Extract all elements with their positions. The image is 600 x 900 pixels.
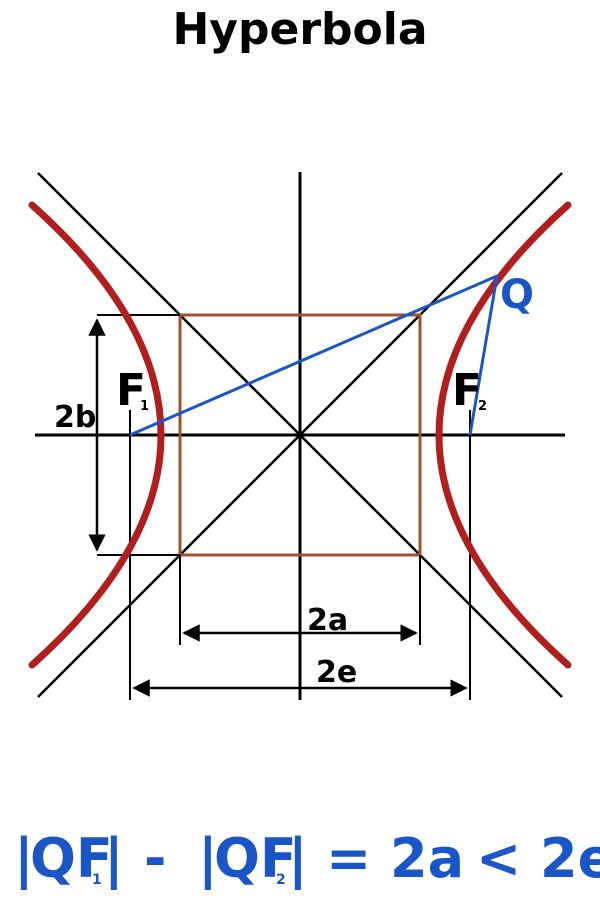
formula-abs-bar: |	[104, 827, 124, 890]
focus-right-subscript: 2	[478, 399, 487, 414]
formula-sub2: 2	[276, 872, 286, 888]
focus-right-label: F	[452, 365, 482, 416]
formula-equals: = 2a	[326, 827, 464, 890]
definition-formula: | QF 1 | - | QF 2 | = 2a < 2e	[14, 827, 600, 890]
formula-qf1: QF	[30, 827, 113, 890]
focal-triangle	[129, 274, 499, 437]
major-axis-label: 2a	[307, 603, 348, 638]
diagram-title: Hyperbola	[172, 4, 428, 55]
focus-left-subscript: 1	[140, 399, 149, 414]
formula-abs-bar: |	[14, 827, 34, 890]
fundamental-rectangle	[178, 313, 422, 557]
formula-qf2: QF	[214, 827, 297, 890]
formula-abs-bar: |	[288, 827, 308, 890]
point-q-label: Q	[500, 272, 534, 318]
minor-axis-label: 2b	[54, 400, 96, 435]
focal-distance-label: 2e	[316, 655, 357, 690]
formula-sub1: 1	[92, 872, 102, 888]
formula-minus: -	[144, 827, 166, 890]
hyperbola-right-branch	[435, 201, 572, 669]
focus-left-label: F	[116, 365, 146, 416]
asymptote-ascending	[37, 172, 563, 698]
formula-abs-bar: |	[198, 827, 218, 890]
hyperbola-left-branch	[28, 201, 165, 669]
formula-less: < 2e	[476, 827, 600, 890]
